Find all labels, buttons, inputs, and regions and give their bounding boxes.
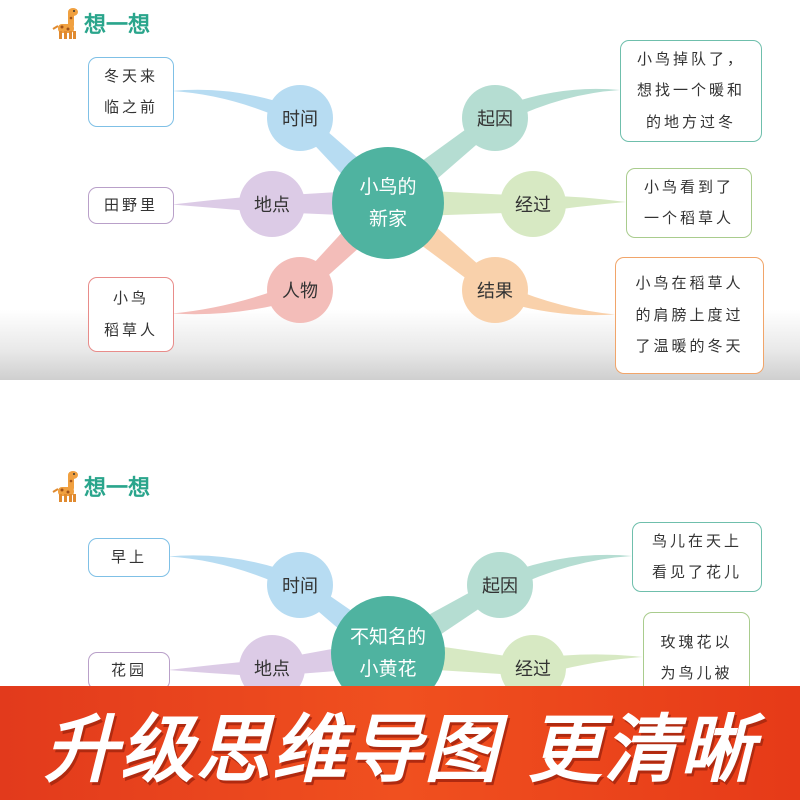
leaf-box-cause: 鸟儿在天上看见了花儿 — [632, 522, 762, 592]
center-text-line: 小黄花 — [359, 658, 417, 680]
branch-node-time: 时间 — [267, 552, 333, 618]
leaf-text-line: 稻草人 — [103, 320, 158, 339]
branch-label: 经过 — [515, 195, 551, 216]
branch-node-cause: 起因 — [467, 552, 533, 618]
mindmap-panel-2: 想一想时间 早上起因 鸟儿在天上看见了花儿地点 花园 经过 玫瑰花以为鸟儿被 不知名的小黄花 — [0, 455, 800, 710]
giraffe-icon — [52, 471, 78, 502]
leaf-text-line: 小鸟看到了 — [643, 177, 734, 196]
branch-node-people: 人物 — [267, 257, 333, 323]
branch-label: 经过 — [515, 659, 551, 680]
leaf-text-line: 早上 — [110, 547, 147, 566]
leaf-link-time — [172, 89, 300, 127]
leaf-text-line: 看见了花儿 — [651, 563, 742, 581]
branch-label: 时间 — [282, 576, 318, 597]
leaf-box-place: 花园 — [88, 652, 170, 690]
section-title: 想一想 — [50, 469, 150, 503]
giraffe-icon — [52, 8, 78, 39]
leaf-text-line: 田野里 — [103, 195, 158, 214]
promo-banner: 升级思维导图 更清晰 — [0, 686, 800, 800]
leaf-text-line: 临之前 — [103, 98, 158, 116]
leaf-link-people — [172, 281, 300, 315]
leaf-box-place: 田野里 — [88, 187, 174, 224]
leaf-text-line: 的地方过冬 — [645, 112, 736, 131]
leaf-text-line: 小鸟掉队了， — [636, 49, 745, 68]
section-title: 想一想 — [50, 6, 150, 40]
branch-label: 时间 — [282, 109, 318, 130]
branch-label: 起因 — [477, 109, 513, 130]
leaf-box-time: 冬天来临之前 — [88, 57, 174, 127]
center-text-line: 不知名的 — [349, 625, 426, 648]
leaf-text-line: 鸟儿在天上 — [651, 531, 742, 550]
leaf-text-line: 小鸟 — [112, 289, 149, 307]
center-text-line: 小鸟的 — [359, 175, 417, 198]
leaf-text-line: 冬天来 — [103, 66, 158, 85]
leaf-box-result: 小鸟在稻草人的肩膀上度过了温暖的冬天 — [615, 257, 764, 374]
mindmap-panel-1: 想一想时间 冬天来临之前起因 小鸟掉队了， 想找一个暖和的地方过冬地点 田野里 经过 小鸟看… — [0, 0, 800, 380]
section-title-text: 想一想 — [84, 476, 151, 501]
leaf-box-people: 小鸟稻草人 — [88, 277, 174, 352]
leaf-link-result — [495, 281, 615, 316]
branch-label: 人物 — [282, 281, 318, 302]
leaf-text-line: 一个稻草人 — [643, 209, 734, 227]
branch-label: 起因 — [482, 576, 518, 597]
branch-node-time: 时间 — [267, 85, 333, 151]
leaf-text-line: 小鸟在稻草人 — [635, 274, 744, 293]
center-text-line: 新家 — [368, 208, 407, 230]
leaf-text-line: 花园 — [110, 661, 147, 680]
leaf-text-line: 的肩膀上度过 — [635, 305, 744, 324]
banner-text: 升级思维导图 更清晰 — [44, 706, 756, 793]
leaf-text-line: 了温暖的冬天 — [635, 337, 744, 356]
center-node: 小鸟的新家 — [332, 147, 444, 259]
leaf-box-process: 小鸟看到了一个稻草人 — [626, 168, 752, 238]
branch-label: 地点 — [254, 659, 290, 680]
branch-node-cause: 起因 — [462, 85, 528, 151]
branch-node-result: 结果 — [462, 257, 528, 323]
branch-label: 结果 — [477, 281, 513, 302]
leaf-text-line: 想找一个暖和 — [636, 81, 745, 100]
leaf-text-line: 为鸟儿被 — [660, 664, 733, 682]
branch-label: 地点 — [254, 195, 290, 216]
leaf-box-cause: 小鸟掉队了， 想找一个暖和的地方过冬 — [620, 40, 762, 142]
leaf-text-line: 玫瑰花以 — [660, 632, 733, 651]
branch-node-place: 地点 — [239, 171, 305, 237]
branch-node-process: 经过 — [500, 171, 566, 237]
leaf-box-time: 早上 — [88, 538, 170, 577]
section-title-text: 想一想 — [84, 13, 151, 38]
